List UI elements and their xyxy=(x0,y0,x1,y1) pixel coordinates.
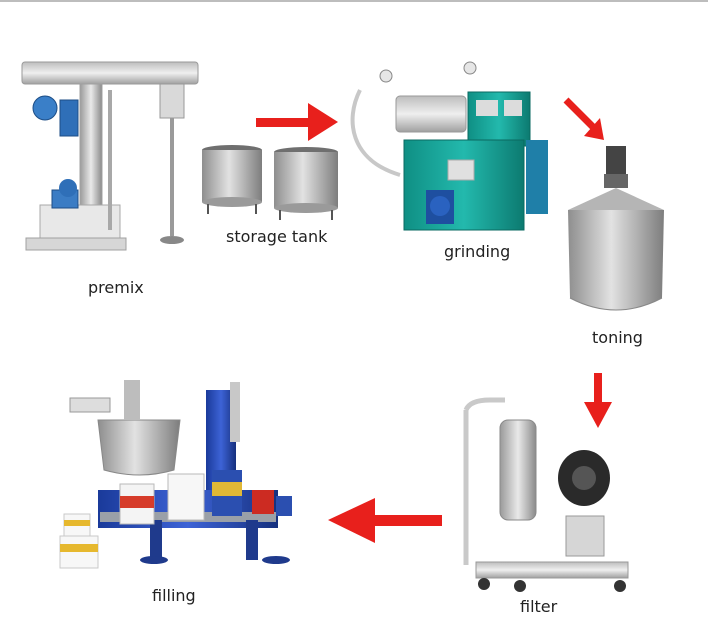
toning-mixing-vessel-image xyxy=(568,146,664,311)
arrow-toning-to-filter xyxy=(584,373,612,428)
filling-machine-image xyxy=(59,380,292,569)
top-border-line xyxy=(0,0,708,2)
grinding-bead-mill-image xyxy=(350,61,548,231)
storage-tank-image xyxy=(202,145,338,220)
arrow-grinding-to-toning xyxy=(563,97,604,140)
step-label-grinding: grinding xyxy=(444,242,511,261)
arrow-premix-to-grinding xyxy=(256,103,338,141)
premix-disperser-image xyxy=(21,61,199,251)
step-label-filling: filling xyxy=(152,586,196,605)
filter-unit-image xyxy=(463,397,629,592)
step-label-storage-tank: storage tank xyxy=(226,227,328,246)
step-label-toning: toning xyxy=(592,328,643,347)
step-label-filter: filter xyxy=(520,597,558,616)
step-label-premix: premix xyxy=(88,278,144,297)
arrow-filter-to-filling xyxy=(328,498,442,543)
